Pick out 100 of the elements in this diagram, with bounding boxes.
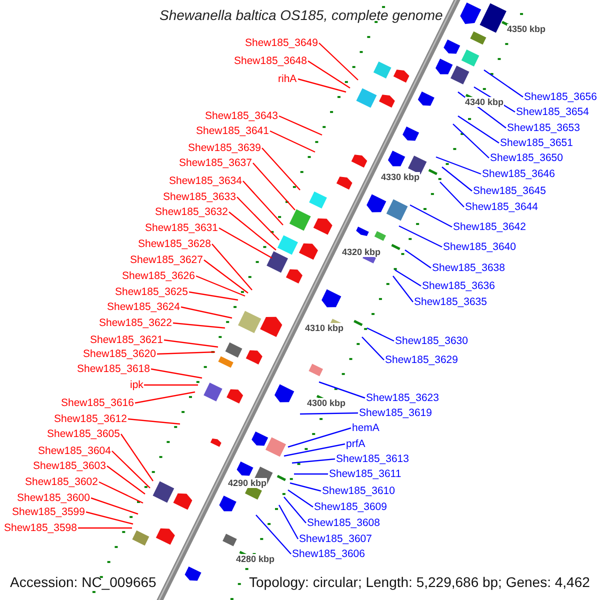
gene-label: Shew185_3620: [83, 347, 156, 361]
gene-label: rihA: [278, 72, 297, 86]
gene-label: Shew185_3623: [366, 391, 439, 405]
leader-line: [228, 212, 276, 250]
gene-label: Shew185_3641: [196, 124, 269, 138]
leader-line: [366, 327, 394, 342]
leader-line: [394, 269, 422, 287]
gene-label: Shew185_3636: [422, 279, 495, 293]
gene-label: Shew185_3635: [414, 295, 487, 309]
gene-label: Shew185_3608: [307, 516, 380, 530]
scale-label: 4300 kbp: [307, 398, 346, 408]
leader-line: [318, 381, 366, 399]
gene-label: Shew185_3611: [329, 467, 402, 481]
gene-label: Shew185_3638: [432, 261, 505, 275]
leader-line: [440, 182, 464, 208]
gene-label: Shew185_3644: [465, 200, 538, 214]
leader-line: [112, 450, 150, 488]
gene-label: Shew185_3648: [234, 54, 307, 68]
scale-label: 4320 kbp: [342, 247, 381, 257]
leader-line: [172, 322, 226, 329]
gene-label: Shew185_3618: [77, 362, 150, 376]
leader-line: [484, 70, 524, 98]
gene-label: Shew185_3605: [47, 427, 120, 441]
leader-line: [164, 339, 218, 348]
leader-line: [90, 497, 138, 515]
leader-line: [362, 336, 384, 360]
gene-label: Shew185_3653: [507, 121, 580, 135]
gene-label: Shew185_3626: [122, 269, 195, 283]
gene-label: Shew185_3625: [115, 285, 188, 299]
leader-line: [292, 458, 336, 464]
leader-line: [144, 384, 198, 386]
genome-info-text: Topology: circular; Length: 5,229,686 bp; Genes: 4,462: [249, 575, 590, 589]
gene-label: Shew185_3603: [33, 459, 106, 473]
leader-line: [252, 162, 296, 210]
gene-label: Shew185_3627: [130, 253, 203, 267]
leader-line: [278, 504, 299, 540]
leader-line: [156, 351, 216, 355]
gene-label: Shew185_3656: [524, 90, 597, 104]
gene-label: Shew185_3632: [155, 205, 228, 219]
leader-line: [270, 130, 316, 153]
scale-label: 4290 kbp: [228, 478, 267, 488]
gene-label: Shew185_3621: [90, 333, 163, 347]
gene-label: ipk: [130, 378, 144, 392]
gene-label: Shew185_3607: [299, 532, 372, 546]
gene-label: Shew185_3640: [443, 240, 516, 254]
leader-line: [308, 60, 350, 88]
leader-line: [242, 180, 284, 226]
gene-label: Shew185_3624: [107, 300, 180, 314]
gene-label: Shew185_3629: [385, 353, 458, 367]
leader-line: [196, 275, 246, 297]
leader-line: [128, 418, 180, 425]
gene-label: Shew185_3602: [25, 475, 98, 489]
leader-line: [236, 196, 280, 240]
leader-line: [436, 156, 482, 175]
gene-label: Shew185_3631: [145, 221, 218, 235]
leader-line: [392, 276, 414, 302]
gene-label: Shew185_3598: [4, 521, 77, 535]
leader-line: [278, 115, 322, 136]
leader-line: [212, 244, 252, 290]
gene-label: Shew185_3651: [500, 136, 573, 150]
gene-label: Shew185_3616: [61, 396, 134, 410]
accession-text: Accession: NC_009665: [10, 575, 156, 589]
leader-line: [78, 527, 132, 529]
leader-line: [218, 227, 272, 259]
leader-line: [288, 490, 314, 508]
leader-line: [288, 427, 352, 448]
leader-line: [106, 466, 146, 494]
gene-label: Shew185_3630: [395, 334, 468, 348]
gene-label: Shew185_3637: [179, 156, 252, 170]
leader-line: [120, 434, 154, 482]
gene-label: Shew185_3649: [245, 36, 318, 50]
gene-label: Shew185_3628: [138, 237, 211, 251]
scale-label: 4350 kbp: [507, 24, 546, 34]
gene-label: Shew185_3633: [163, 190, 236, 204]
leader-line: [188, 291, 238, 301]
gene-label: hemA: [352, 421, 380, 435]
gene-label: Shew185_3604: [38, 444, 111, 458]
leader-line: [284, 443, 346, 457]
gene-label: Shew185_3643: [205, 109, 278, 123]
gene-label: Shew185_3606: [292, 547, 365, 561]
gene-label: Shew185_3613: [336, 452, 409, 466]
leader-line: [294, 473, 328, 475]
gene-label: Shew185_3634: [169, 174, 242, 188]
leader-line: [86, 511, 134, 525]
leader-line: [134, 391, 196, 404]
leader-line: [318, 42, 358, 80]
leader-line: [442, 166, 472, 192]
leader-line: [398, 225, 442, 248]
scale-label: 4280 kbp: [236, 554, 275, 564]
gene-label: Shew185_3645: [473, 184, 546, 198]
gene-label: Shew185_3600: [17, 491, 90, 505]
leader-line: [452, 124, 490, 158]
leader-line: [404, 250, 432, 268]
leader-line: [180, 306, 232, 319]
leader-line: [290, 482, 322, 492]
diagram-title: Shewanella baltica OS185, complete genome: [160, 8, 443, 22]
gene-label: Shew185_3622: [99, 316, 172, 330]
gene-label: Shew185_3654: [516, 105, 589, 119]
gene-label: Shew185_3642: [453, 220, 526, 234]
leader-line: [150, 368, 202, 379]
